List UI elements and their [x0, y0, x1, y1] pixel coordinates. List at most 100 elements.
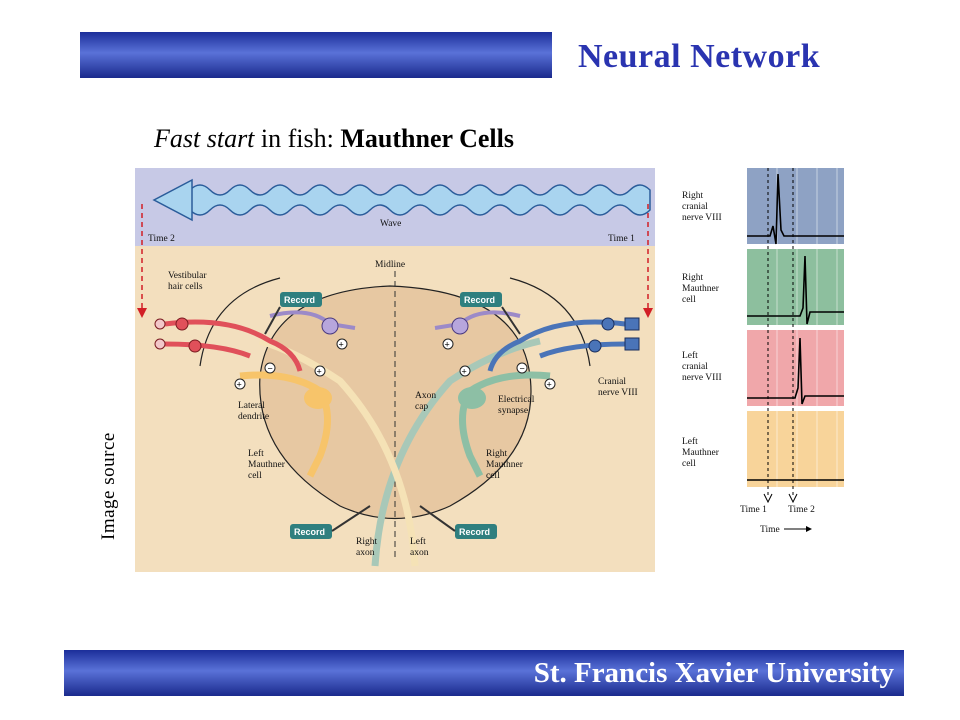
trace-label: Mauthner	[682, 284, 720, 294]
wave-label: Wave	[380, 219, 401, 229]
trace-label: cell	[682, 295, 696, 305]
left-mauthner-cell	[239, 371, 331, 478]
left-afferent	[164, 319, 303, 372]
arrow-up-icon	[763, 493, 773, 504]
record-electrode-top-left: Record	[264, 292, 322, 335]
left-mauthner-label-1: Left	[248, 448, 264, 459]
axon-cap-label-1: Axon	[415, 391, 436, 401]
svg-text:−: −	[520, 364, 525, 374]
right-hair-cell	[601, 317, 615, 331]
right-mauthner-label-1: Right	[486, 449, 507, 459]
electrical-synapse-label-2: synapse	[498, 406, 528, 416]
trace-left-cranial	[747, 337, 844, 405]
right-afferent	[487, 319, 626, 372]
svg-text:+: +	[237, 380, 242, 390]
trace-label: cranial	[682, 202, 708, 212]
footer-bar: St. Francis Xavier University	[64, 650, 904, 696]
right-mauthner-cell	[459, 371, 551, 478]
right-interneuron-soma	[451, 317, 469, 335]
left-mauthner-label-2: Mauthner	[248, 460, 286, 470]
svg-text:+: +	[317, 367, 322, 377]
arrow-right-icon	[806, 526, 812, 532]
midline-label: Midline	[375, 260, 405, 270]
left-afferent-2	[164, 341, 251, 359]
trace-bg	[747, 411, 844, 487]
record-electrode-bottom-right: Record	[419, 505, 497, 539]
image-source-link[interactable]: Image source	[98, 432, 119, 540]
trace-label: Right	[682, 191, 703, 201]
left-hair-cell	[188, 339, 202, 353]
subtitle: Fast start in fish: Mauthner Cells	[154, 124, 514, 154]
electrical-synapse-label-1: Electrical	[498, 395, 535, 405]
arrow-down-icon	[643, 308, 653, 318]
trace-time1-label: Time 1	[740, 505, 767, 515]
vestibular-label-2: hair cells	[168, 282, 203, 292]
trace-right-cranial	[747, 173, 844, 245]
minus-synapse-icon: − −	[264, 362, 528, 374]
header-bar	[80, 32, 552, 78]
svg-text:+: +	[445, 340, 450, 350]
arrow-up-icon	[788, 493, 798, 504]
outline-right	[509, 277, 591, 367]
trace-bg	[747, 249, 844, 325]
svg-text:Record: Record	[284, 295, 315, 305]
left-hair-cell	[175, 317, 189, 331]
trace-label: nerve VIII	[682, 213, 722, 223]
left-axon-label-2: axon	[410, 548, 429, 558]
right-mauthner-label-3: cell	[486, 471, 500, 481]
svg-text:+: +	[462, 367, 467, 377]
trace-panel	[747, 168, 844, 504]
right-mauthner-label-2: Mauthner	[486, 460, 524, 470]
trace-bg	[747, 168, 844, 244]
left-hair-cell	[154, 338, 166, 350]
trace-label: Right	[682, 273, 703, 283]
svg-text:+: +	[339, 340, 344, 350]
right-hair-cell	[624, 317, 640, 331]
svg-text:Record: Record	[294, 527, 325, 537]
svg-text:+: +	[547, 380, 552, 390]
trace-time-label: Time	[760, 525, 780, 535]
wave-arrow-icon	[152, 178, 651, 222]
slide-title: Neural Network	[578, 38, 821, 75]
cranial-nerve-label-2: nerve VIII	[598, 388, 638, 398]
subtitle-italic: Fast start	[154, 124, 255, 153]
lateral-dendrite-label-2: dendrite	[238, 412, 269, 422]
trace-label: Left	[682, 350, 698, 361]
trace-right-mauthner	[747, 255, 844, 325]
record-electrode-bottom-left: Record	[290, 505, 371, 539]
trace-time2-label: Time 2	[788, 505, 815, 515]
footer-org: St. Francis Xavier University	[533, 657, 894, 689]
trace-label: cell	[682, 459, 696, 469]
right-afferent-2	[539, 341, 626, 359]
trace-label: cranial	[682, 362, 708, 372]
right-axon-label-1: Right	[356, 537, 377, 547]
time2-label: Time 2	[148, 234, 175, 244]
time1-label: Time 1	[608, 234, 635, 244]
right-mauthner-soma	[458, 387, 486, 409]
svg-text:−: −	[268, 364, 273, 374]
trace-label: nerve VIII	[682, 373, 722, 383]
subtitle-bold: Mauthner Cells	[340, 124, 514, 153]
cranial-nerve-label-1: Cranial	[598, 377, 626, 387]
record-electrode-top-right: Record	[460, 292, 521, 335]
trace-bg	[747, 330, 844, 406]
trace-label: Mauthner	[682, 448, 720, 458]
left-mauthner-soma	[304, 387, 332, 409]
left-axon-label-1: Left	[410, 536, 426, 547]
plus-synapse-icon: + + + + + +	[234, 338, 556, 390]
right-axon-label-2: axon	[356, 548, 375, 558]
right-hair-cell	[624, 337, 640, 351]
arrow-down-icon	[137, 308, 147, 318]
left-interneuron-soma	[321, 317, 339, 335]
svg-text:Record: Record	[464, 295, 495, 305]
svg-text:Record: Record	[459, 527, 490, 537]
outline-left	[199, 277, 281, 367]
subtitle-plain: in fish:	[254, 124, 341, 153]
right-hair-cell	[588, 339, 602, 353]
axon-cap-label-2: cap	[415, 402, 428, 412]
left-mauthner-label-3: cell	[248, 471, 262, 481]
lateral-dendrite-label-1: Lateral	[238, 401, 265, 411]
left-hair-cell	[154, 318, 166, 330]
mauthner-figure: Wave Time 2 Time 1 Midline Vestibular ha…	[120, 166, 850, 576]
trace-label: Left	[682, 436, 698, 447]
